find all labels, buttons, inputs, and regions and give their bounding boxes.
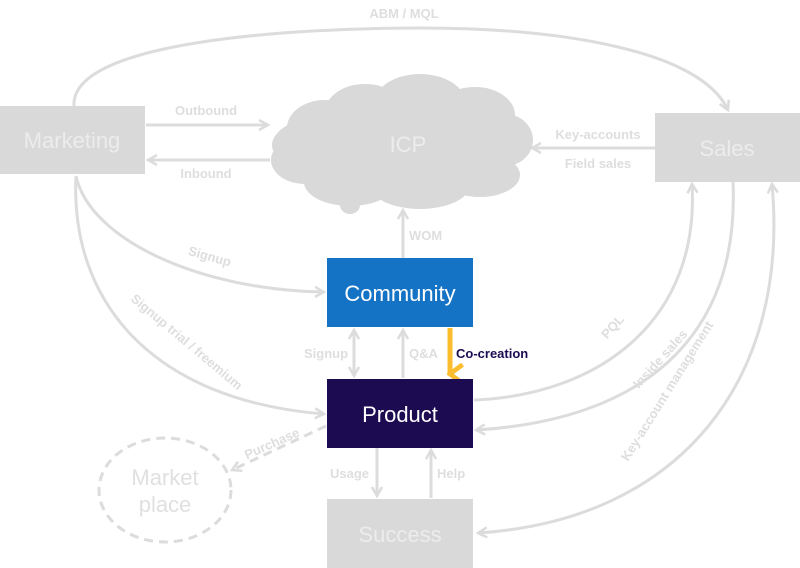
node-success[interactable]	[327, 499, 473, 568]
edge-label-key-accounts: Key-accounts	[555, 127, 640, 142]
edge-signup-marketing	[74, 175, 324, 292]
node-marketplace[interactable]	[97, 436, 233, 544]
edge-label-usage: Usage	[330, 466, 369, 481]
node-marketplace-label-line2: place	[139, 492, 192, 517]
edge-signup-trial	[74, 175, 324, 414]
node-product[interactable]	[327, 379, 473, 448]
node-icp-label: ICP	[390, 132, 427, 157]
node-product-label: Product	[362, 402, 438, 427]
node-marketing[interactable]	[0, 106, 145, 174]
node-marketplace-label-line1: Market	[131, 465, 198, 490]
edge-label-inbound: Inbound	[180, 166, 231, 181]
node-community-label: Community	[344, 281, 455, 306]
node-marketing-label: Marketing	[24, 128, 121, 153]
edge-label-pql: PQL	[598, 312, 627, 342]
edge-label-cocreation: Co-creation	[456, 346, 528, 361]
edge-label-qa: Q&A	[409, 346, 439, 361]
node-sales[interactable]	[655, 113, 800, 182]
edge-purchase	[232, 424, 327, 470]
edge-label-field-sales: Field sales	[565, 156, 631, 171]
edge-abm-mql	[72, 26, 728, 110]
edge-inside-sales	[476, 181, 735, 430]
edge-label-signup-marketing: Signup	[186, 243, 233, 270]
edge-label-wom: WOM	[409, 228, 442, 243]
node-sales-label: Sales	[699, 136, 754, 161]
node-community[interactable]	[327, 258, 473, 327]
node-icp[interactable]	[271, 74, 533, 214]
edge-label-outbound: Outbound	[175, 103, 237, 118]
edge-key-account-management	[478, 184, 774, 533]
node-success-label: Success	[358, 522, 441, 547]
edge-label-signup-community: Signup	[304, 346, 348, 361]
edge-label-purchase: Purchase	[242, 425, 302, 463]
edge-label-help: Help	[437, 466, 465, 481]
edge-label-abm-mql: ABM / MQL	[369, 6, 438, 21]
